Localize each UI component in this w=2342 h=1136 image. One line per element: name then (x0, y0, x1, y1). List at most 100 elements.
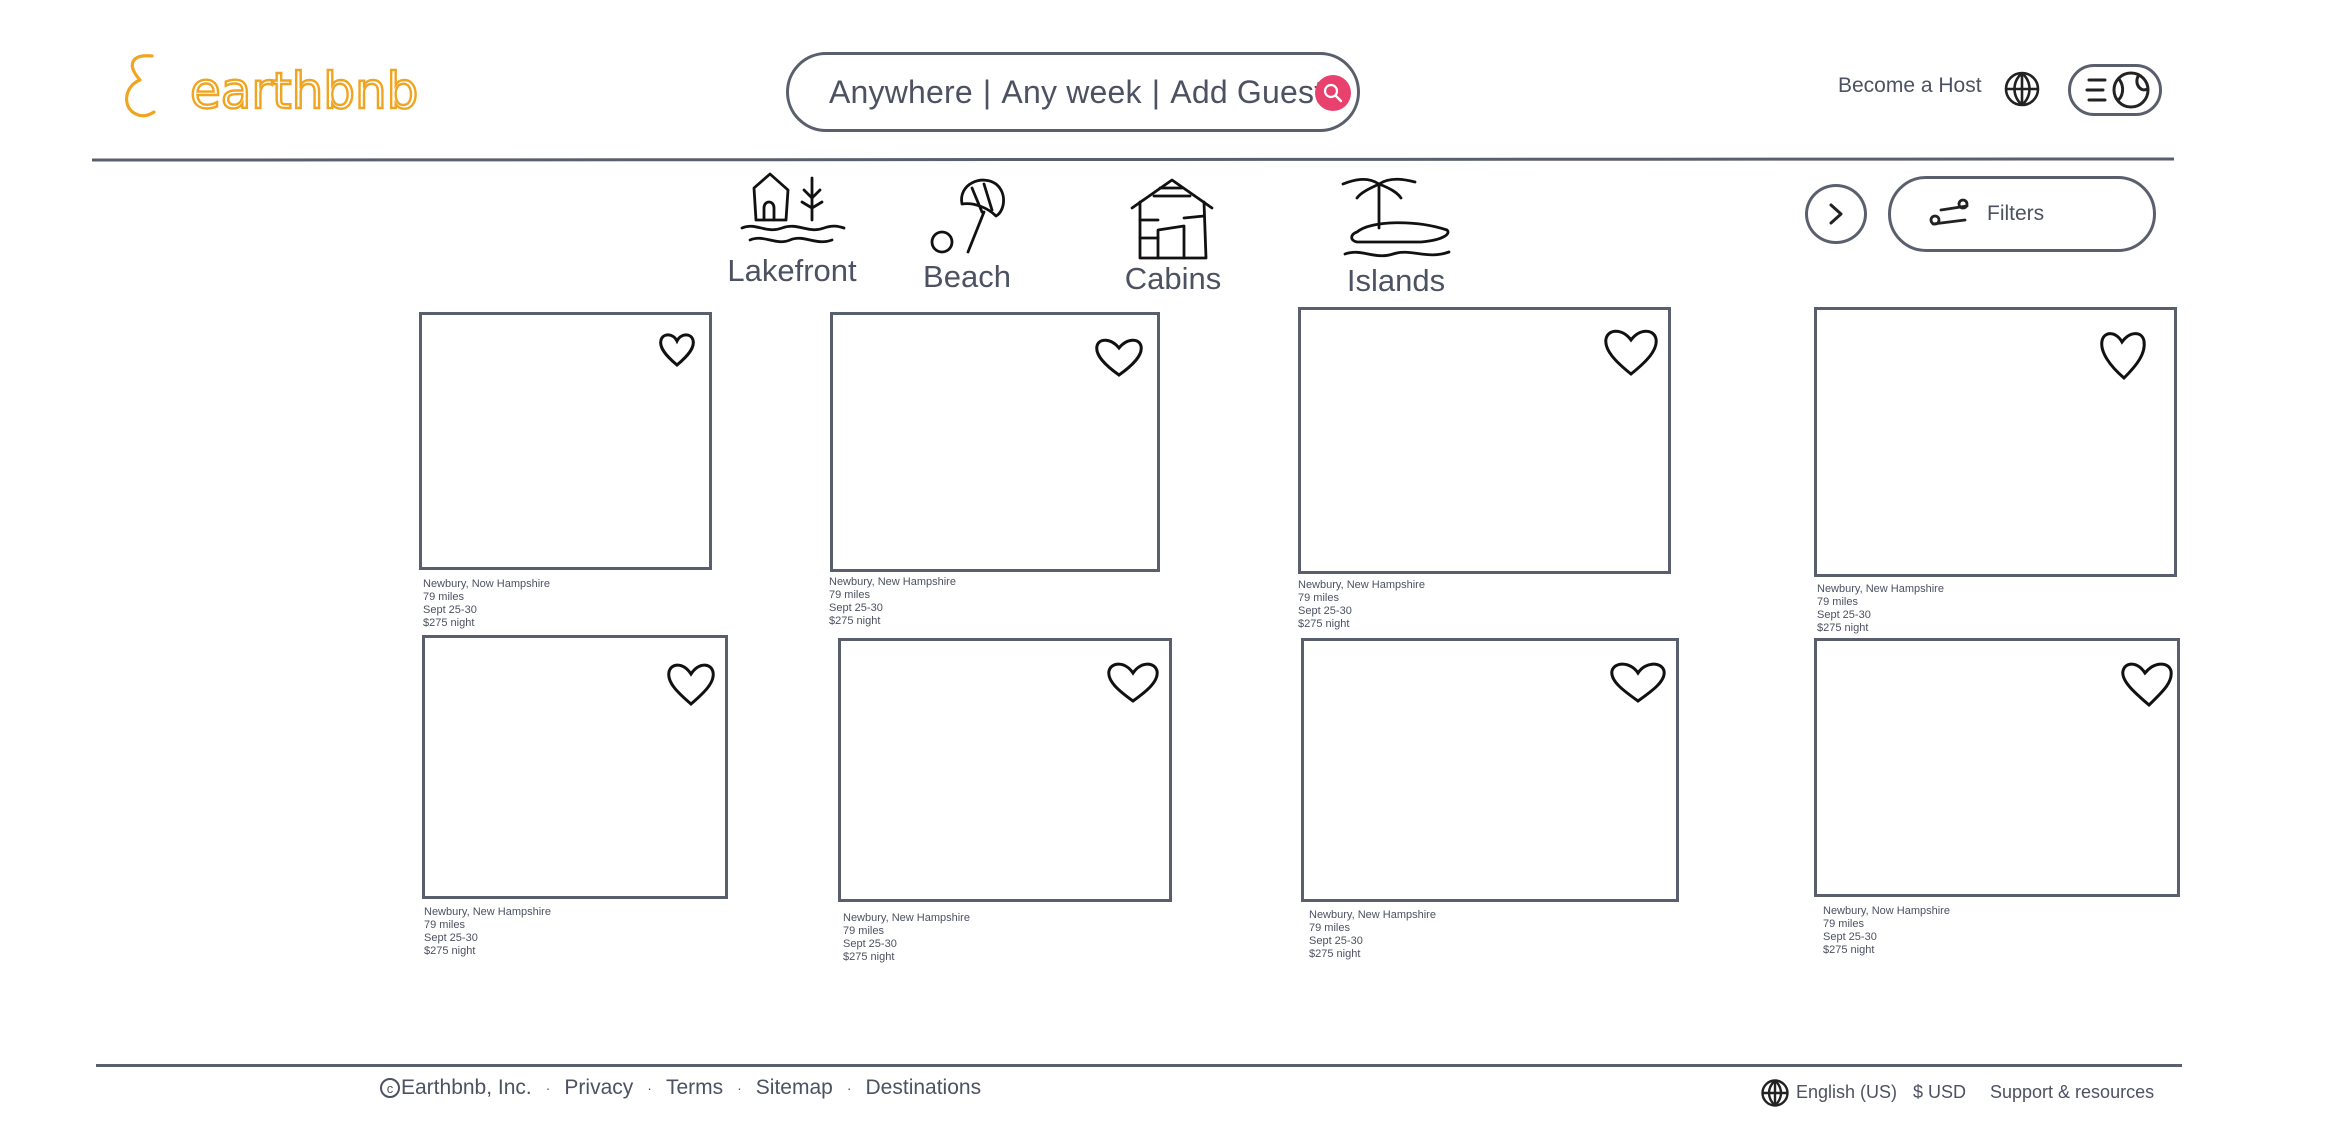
listing-price: $275 night (1298, 618, 1350, 630)
language-globe-button[interactable] (2003, 70, 2041, 108)
listing-location: Newbury, New Hampshire (1817, 583, 1944, 595)
footer-link-destinations[interactable]: Destinations (865, 1076, 982, 1099)
listing-distance: 79 miles (424, 919, 465, 931)
become-host-link[interactable]: Become a Host (1838, 74, 1982, 97)
listing-image[interactable] (1301, 638, 1679, 902)
listing-info: Newbury, New Hampshire 79 miles Sept 25-… (1309, 909, 1436, 961)
cabin-icon (1130, 178, 1214, 260)
listing-location: Newbury, Now Hampshire (423, 578, 550, 590)
listing-dates: Sept 25-30 (1817, 609, 1871, 621)
listing-info: Newbury, New Hampshire 79 miles Sept 25-… (1298, 579, 1425, 631)
lakefront-icon (740, 172, 846, 244)
heart-icon[interactable] (2098, 328, 2148, 382)
category-label: Islands (1346, 263, 1446, 298)
listing-location: Newbury, New Hampshire (829, 576, 956, 588)
listing-image[interactable] (1298, 307, 1671, 574)
footer-links: c Earthbnb, Inc. · Privacy · Terms · Sit… (380, 1076, 981, 1100)
globe-icon (1761, 1079, 1789, 1107)
chevron-right-icon (1829, 203, 1843, 225)
listing-distance: 79 miles (843, 925, 884, 937)
heart-icon[interactable] (1093, 335, 1145, 379)
sliders-icon (1929, 198, 1969, 226)
footer-link-privacy[interactable]: Privacy (564, 1076, 634, 1099)
heart-icon[interactable] (665, 660, 717, 708)
heart-icon[interactable] (1105, 659, 1161, 705)
filters-label: Filters (1987, 202, 2045, 225)
footer-dot: · (647, 1080, 652, 1096)
listing-price: $275 night (843, 951, 895, 963)
listing-info: Newbury, Now Hampshire 79 miles Sept 25-… (1823, 905, 1950, 957)
listing-location: Newbury, New Hampshire (424, 906, 551, 918)
listing-info: Newbury, New Hampshire 79 miles Sept 25-… (843, 912, 970, 964)
listing-info: Newbury, New Hampshire 79 miles Sept 25-… (1817, 583, 1944, 635)
listing-info: Newbury, Now Hampshire 79 miles Sept 25-… (423, 578, 550, 630)
listing-info: Newbury, New Hampshire 79 miles Sept 25-… (829, 576, 956, 628)
listing-image[interactable] (830, 312, 1160, 572)
listing-image[interactable] (422, 635, 728, 899)
logo-wordmark: earthbnb (190, 62, 418, 120)
search-separator: | (982, 73, 992, 110)
heart-icon[interactable] (657, 331, 697, 369)
category-islands[interactable]: Islands (1326, 174, 1466, 299)
footer-link-sitemap[interactable]: Sitemap (755, 1076, 833, 1099)
listing-price: $275 night (423, 617, 475, 629)
globe-icon (2004, 71, 2040, 107)
menu-icon (2085, 78, 2107, 102)
category-lakefront[interactable]: Lakefront (722, 168, 862, 289)
listing-dates: Sept 25-30 (423, 604, 477, 616)
footer-divider (96, 1064, 2182, 1067)
search-bar[interactable]: Anywhere | Any week | Add Guests (786, 52, 1360, 132)
listing-distance: 79 miles (1817, 596, 1858, 608)
listing-distance: 79 miles (1823, 918, 1864, 930)
listing-distance: 79 miles (829, 589, 870, 601)
user-menu-button[interactable] (2068, 64, 2162, 116)
earthbnb-logo[interactable]: earthbnb (118, 50, 428, 130)
listing-location: Newbury, New Hampshire (1309, 909, 1436, 921)
filters-button[interactable]: Filters (1888, 176, 2156, 252)
search-where[interactable]: Anywhere (829, 73, 973, 110)
listing-dates: Sept 25-30 (424, 932, 478, 944)
footer-language[interactable]: English (US) (1796, 1082, 1898, 1102)
beach-umbrella-icon (930, 178, 1005, 254)
listing-location: Newbury, Now Hampshire (1823, 905, 1950, 917)
listing-price: $275 night (1309, 948, 1361, 960)
footer-dot: · (545, 1080, 551, 1096)
heart-icon[interactable] (1602, 326, 1660, 378)
listing-image[interactable] (1814, 638, 2180, 897)
category-label: Cabins (1124, 261, 1222, 296)
listing-info: Newbury, New Hampshire 79 miles Sept 25-… (424, 906, 551, 958)
footer-company: Earthbnb, Inc. (401, 1076, 532, 1099)
listing-dates: Sept 25-30 (843, 938, 897, 950)
header-divider (91, 157, 2175, 162)
listing-price: $275 night (424, 945, 476, 957)
listing-dates: Sept 25-30 (1823, 931, 1877, 943)
listing-image[interactable] (419, 312, 712, 570)
categories-next-button[interactable] (1805, 184, 1867, 244)
listing-dates: Sept 25-30 (1309, 935, 1363, 947)
listing-distance: 79 miles (1298, 592, 1339, 604)
category-cabins[interactable]: Cabins (1108, 174, 1238, 297)
listing-image[interactable] (1814, 307, 2177, 577)
listing-image[interactable] (838, 638, 1172, 902)
listing-dates: Sept 25-30 (829, 602, 883, 614)
logo-mark: earthbnb (125, 54, 420, 121)
copyright-icon: c (380, 1078, 400, 1098)
listing-distance: 79 miles (423, 591, 464, 603)
footer-link-terms[interactable]: Terms (665, 1076, 724, 1099)
footer-support[interactable]: Support & resources (1990, 1082, 2155, 1102)
category-beach[interactable]: Beach (912, 174, 1022, 295)
listing-dates: Sept 25-30 (1298, 605, 1352, 617)
footer-globe-icon-wrap[interactable] (1760, 1078, 1790, 1113)
profile-avatar-icon (2112, 71, 2150, 109)
search-guests[interactable]: Add Guests (1170, 73, 1340, 110)
footer-currency[interactable]: $ USD (1913, 1082, 1967, 1102)
heart-icon[interactable] (2119, 659, 2175, 709)
listing-price: $275 night (1823, 944, 1875, 956)
search-button[interactable] (1315, 75, 1351, 111)
island-icon (1341, 177, 1451, 258)
listing-location: Newbury, New Hampshire (1298, 579, 1425, 591)
search-when[interactable]: Any week (1001, 73, 1142, 110)
listing-price: $275 night (829, 615, 881, 627)
heart-icon[interactable] (1608, 659, 1668, 705)
footer-dot: · (846, 1080, 852, 1096)
